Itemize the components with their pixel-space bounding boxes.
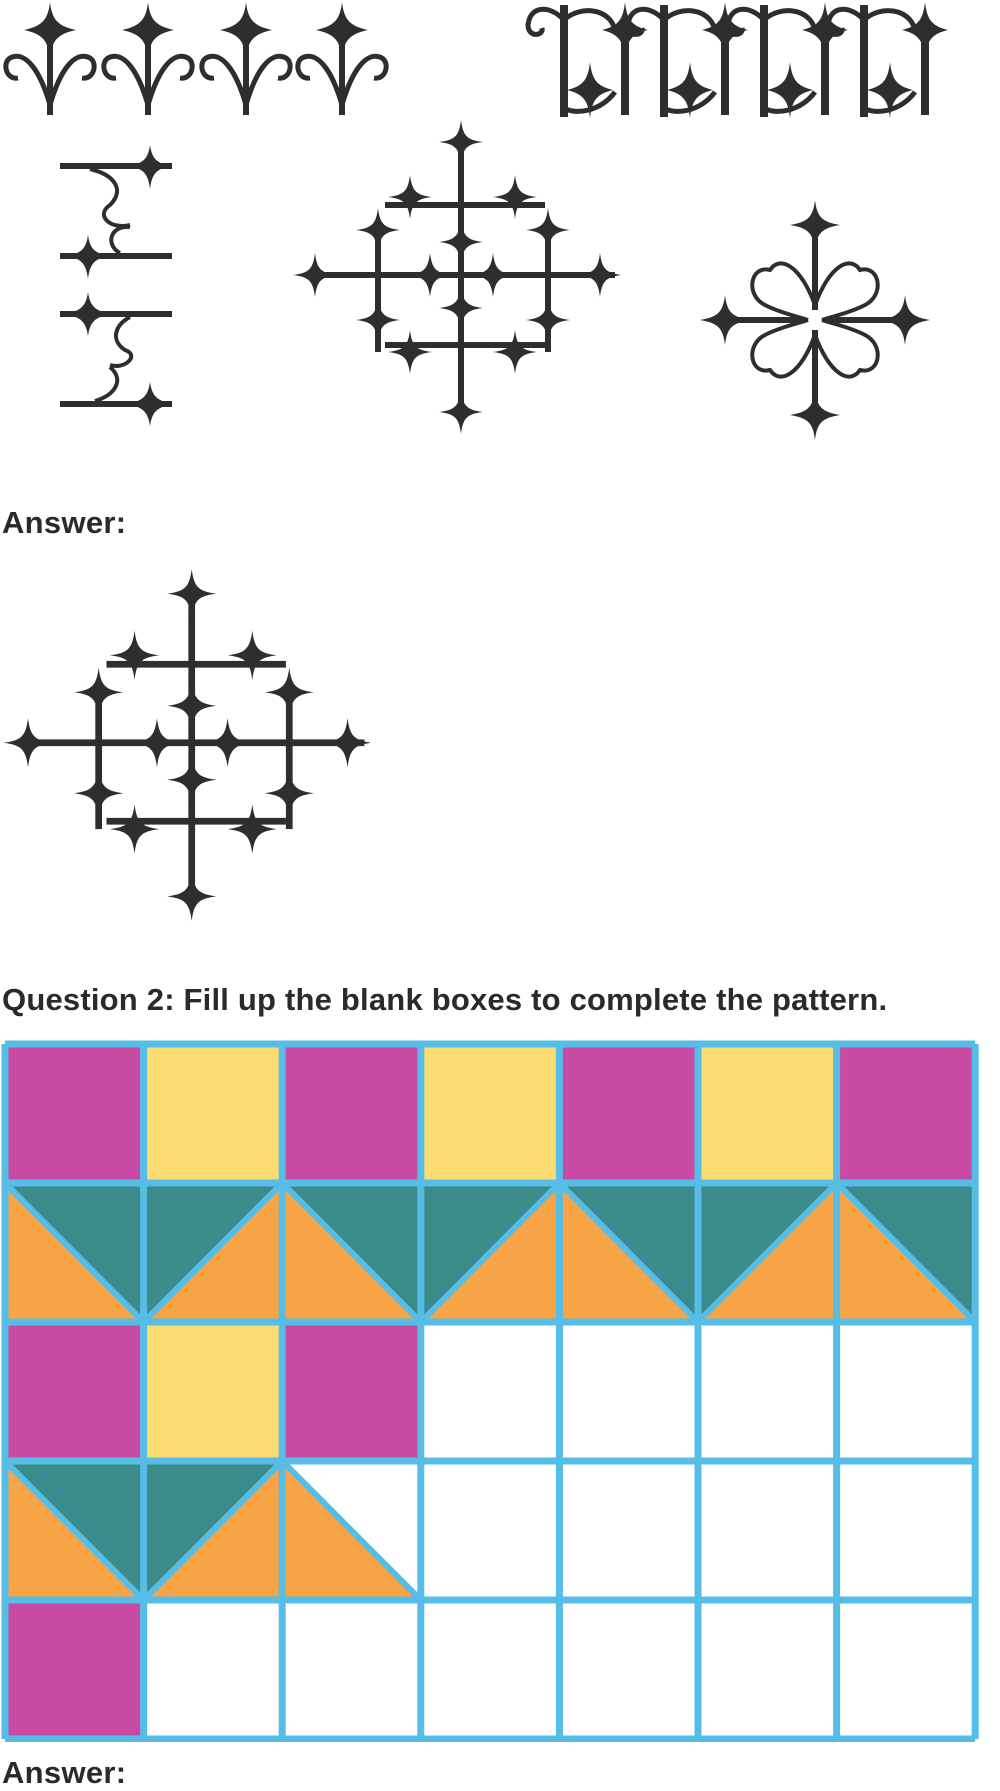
grid-cell bbox=[420, 1044, 560, 1183]
grid-cell bbox=[282, 1044, 421, 1183]
answer-1-label: Answer: bbox=[2, 505, 127, 540]
diamond-grid-pattern-icon bbox=[293, 120, 620, 434]
heart-scroll-pattern[interactable] bbox=[690, 195, 940, 445]
border-pattern-1-icon bbox=[3, 0, 400, 120]
grid-cell[interactable] bbox=[836, 1461, 976, 1600]
diamond-grid-pattern[interactable] bbox=[290, 112, 620, 442]
grid-cell bbox=[5, 1600, 144, 1739]
grid-cell bbox=[559, 1044, 698, 1183]
heart-scroll-pattern-icon bbox=[700, 200, 930, 440]
grid-cell bbox=[557, 1180, 701, 1325]
answer-2-label: Answer: bbox=[2, 1755, 127, 1790]
grid-cell bbox=[2, 1180, 146, 1325]
vertical-pattern-icon bbox=[60, 145, 173, 426]
pattern-grid[interactable] bbox=[0, 1038, 986, 1742]
grid-cell[interactable] bbox=[698, 1600, 837, 1739]
grid-cell[interactable] bbox=[420, 1600, 560, 1739]
question-2-text: Question 2: Fill up the blank boxes to c… bbox=[2, 982, 888, 1017]
grid-cell bbox=[141, 1180, 285, 1325]
grid-cell bbox=[141, 1458, 285, 1603]
pattern-grid-canvas bbox=[1, 1040, 979, 1742]
grid-cell bbox=[143, 1322, 283, 1461]
grid-cell bbox=[282, 1322, 421, 1461]
grid-cell bbox=[5, 1044, 144, 1183]
grid-cell bbox=[695, 1180, 839, 1325]
grid-cell[interactable] bbox=[420, 1461, 560, 1600]
grid-cell bbox=[2, 1458, 146, 1603]
border-pattern-1[interactable] bbox=[0, 0, 400, 120]
border-pattern-2-icon bbox=[525, 0, 980, 125]
grid-cell bbox=[5, 1322, 144, 1461]
grid-cell[interactable] bbox=[559, 1600, 698, 1739]
grid-cell[interactable] bbox=[143, 1600, 283, 1739]
grid-cell[interactable] bbox=[559, 1322, 698, 1461]
grid-cell[interactable] bbox=[836, 1600, 976, 1739]
grid-cell bbox=[280, 1180, 423, 1325]
grid-cell[interactable] bbox=[698, 1322, 837, 1461]
grid-cell bbox=[143, 1044, 283, 1183]
grid-cell[interactable] bbox=[698, 1461, 837, 1600]
grid-cell bbox=[698, 1044, 837, 1183]
grid-cell[interactable] bbox=[559, 1461, 698, 1600]
grid-cell[interactable] bbox=[280, 1458, 423, 1603]
grid-cell bbox=[836, 1044, 976, 1183]
grid-cell[interactable] bbox=[420, 1322, 560, 1461]
grid-cell[interactable] bbox=[282, 1600, 421, 1739]
diamond-grid-pattern-icon bbox=[3, 568, 370, 922]
vertical-pattern[interactable] bbox=[55, 145, 185, 445]
grid-cell bbox=[834, 1180, 978, 1325]
border-pattern-2[interactable] bbox=[520, 0, 980, 125]
answer-1-pattern bbox=[0, 560, 370, 930]
grid-cell bbox=[418, 1180, 562, 1325]
grid-cell[interactable] bbox=[836, 1322, 976, 1461]
